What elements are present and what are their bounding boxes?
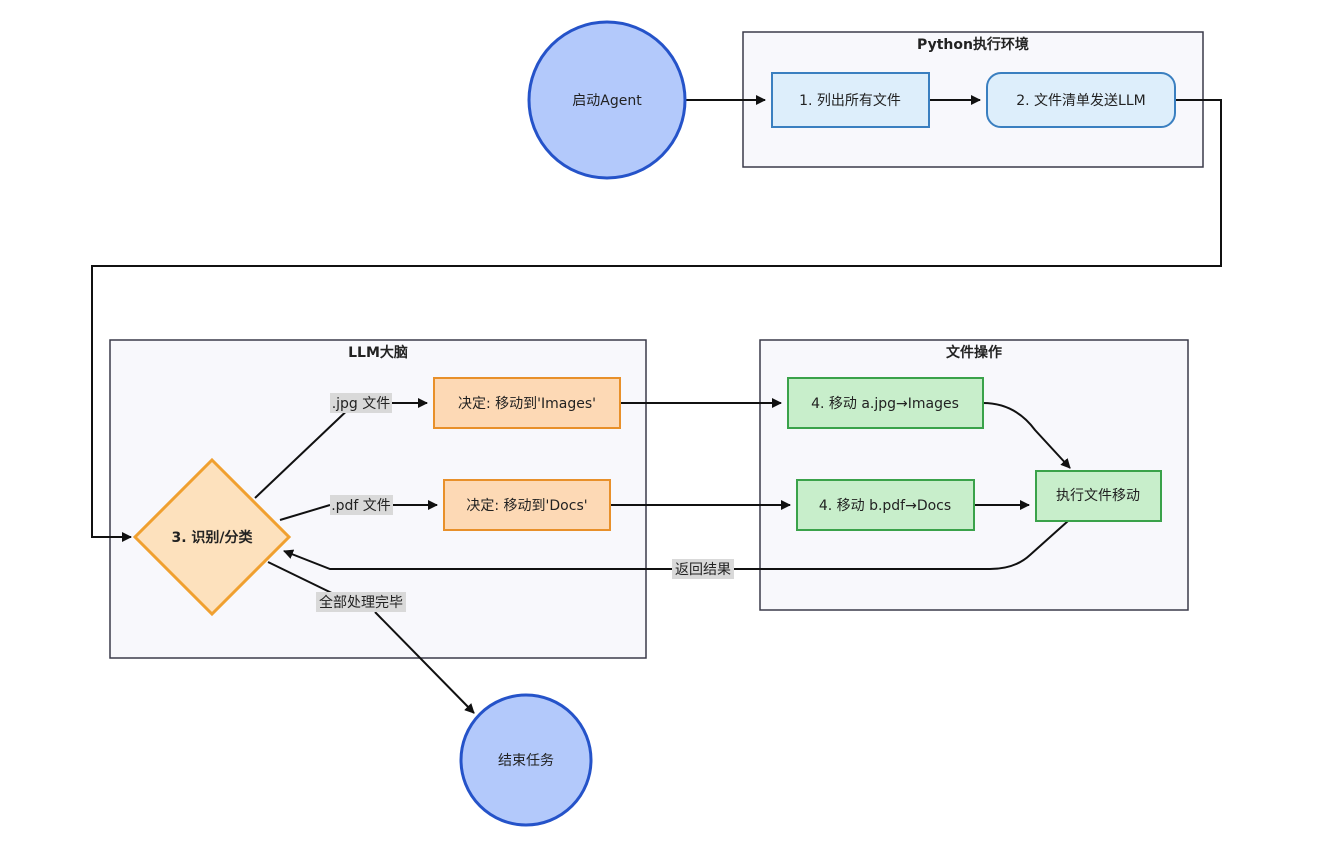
svg-text:3. 识别/分类: 3. 识别/分类 <box>171 529 253 546</box>
svg-text:结束任务: 结束任务 <box>498 753 554 769</box>
svg-text:4. 移动 b.pdf→Docs: 4. 移动 b.pdf→Docs <box>819 498 951 514</box>
edge-send-to-classify <box>91 99 1222 542</box>
svg-text:1. 列出所有文件: 1. 列出所有文件 <box>799 93 901 109</box>
svg-text:全部处理完毕: 全部处理完毕 <box>319 594 403 611</box>
edge-label-jpg: .jpg 文件 <box>330 393 392 413</box>
node-decide-docs: 决定: 移动到'Docs' <box>443 479 611 531</box>
edge-done-to-end <box>374 611 475 714</box>
edge-label-done: 全部处理完毕 <box>316 592 406 612</box>
edge-classify-to-end <box>267 561 341 598</box>
node-end: 结束任务 <box>459 693 593 827</box>
edge-classify-to-decide-docs <box>279 504 331 521</box>
svg-text:返回结果: 返回结果 <box>675 562 731 578</box>
node-classify: 3. 识别/分类 <box>132 457 292 617</box>
node-list-files: 1. 列出所有文件 <box>771 72 930 128</box>
edge-label-return: 返回结果 <box>672 559 734 579</box>
svg-text:2. 文件清单发送LLM: 2. 文件清单发送LLM <box>1016 93 1146 109</box>
svg-text:决定: 移动到'Docs': 决定: 移动到'Docs' <box>466 498 587 514</box>
node-send-list: 2. 文件清单发送LLM <box>986 72 1176 128</box>
node-move-jpg: 4. 移动 a.jpg→Images <box>787 377 984 429</box>
svg-text:.pdf 文件: .pdf 文件 <box>331 498 391 514</box>
svg-text:4. 移动 a.jpg→Images: 4. 移动 a.jpg→Images <box>811 396 959 412</box>
edges <box>91 95 1222 714</box>
group-title-python-env: Python执行环境 <box>917 36 1029 53</box>
svg-text:决定: 移动到'Images': 决定: 移动到'Images' <box>458 396 596 412</box>
svg-text:.jpg 文件: .jpg 文件 <box>332 396 391 412</box>
node-move-pdf: 4. 移动 b.pdf→Docs <box>796 479 975 531</box>
node-start: 启动Agent <box>527 20 687 180</box>
edge-move-jpg-to-exec <box>982 402 1071 469</box>
svg-text:执行文件移动: 执行文件移动 <box>1056 488 1140 504</box>
group-title-llm-brain: LLM大脑 <box>348 344 408 361</box>
node-decide-images: 决定: 移动到'Images' <box>433 377 621 429</box>
group-title-file-ops: 文件操作 <box>946 344 1002 361</box>
node-exec-move: 执行文件移动 <box>1035 470 1162 522</box>
edge-classify-to-decide-images <box>254 402 356 499</box>
edge-label-pdf: .pdf 文件 <box>330 495 393 515</box>
svg-text:启动Agent: 启动Agent <box>572 93 642 109</box>
edge-exec-to-classify-return <box>283 520 1069 570</box>
